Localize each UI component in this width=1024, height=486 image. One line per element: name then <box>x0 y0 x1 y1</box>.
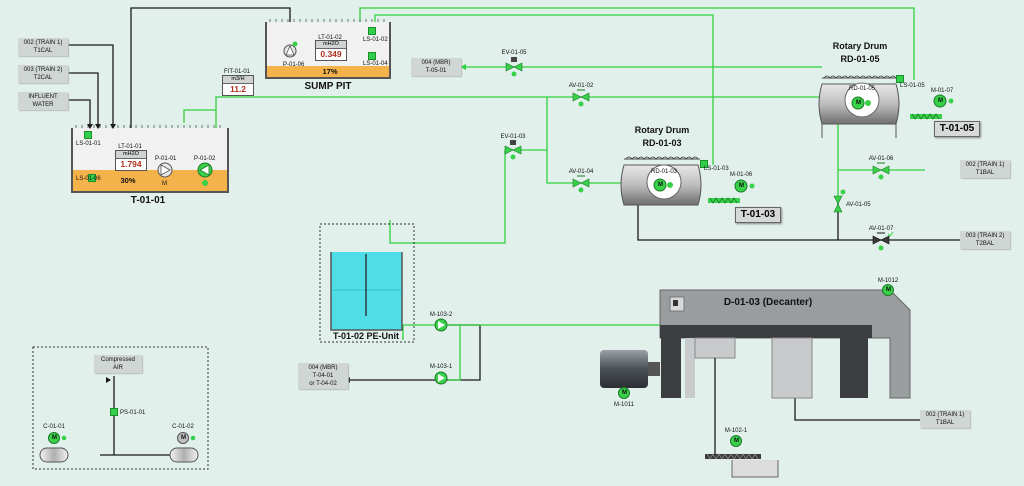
compressor-label: C-01-02 <box>172 424 194 430</box>
motor-letter: M <box>52 435 57 441</box>
pe-pumps <box>434 318 448 385</box>
valve-label: AV-01-07 <box>868 226 894 232</box>
level-switch-label: LS-01-06 <box>76 176 101 182</box>
drum-heading: Rotary Drum <box>634 125 690 135</box>
level-percent-sump: 17% <box>322 67 338 76</box>
meter-value: 0.349 <box>320 49 342 59</box>
drum-rd0103 <box>620 156 702 206</box>
tank-plate-t0105: T-01-05 <box>934 121 980 137</box>
tank-title-sump: SUMP PIT <box>304 81 352 92</box>
motor-label: M-1012 <box>877 278 899 284</box>
level-switch-indicator[interactable] <box>84 131 92 139</box>
ext-train1-t1bal-b: 002 (TRAIN 1) T1BAL <box>920 410 970 428</box>
level-switch-indicator[interactable] <box>700 160 708 168</box>
motor-label: M-01-07 <box>930 88 954 94</box>
level-switch-indicator[interactable] <box>368 27 376 35</box>
pump-p0101 <box>157 162 173 178</box>
motor-letter: M <box>886 287 891 293</box>
drum-rd0105 <box>818 75 900 138</box>
pump-state-letter: M <box>162 181 167 187</box>
level-switch-indicator[interactable] <box>368 52 376 60</box>
ext-influent: INFLUENT WATER <box>18 92 68 110</box>
pressure-switch-indicator[interactable] <box>110 408 118 416</box>
meter-value: 11.2 <box>229 84 247 94</box>
meter-tag: LT-01-02 <box>318 35 342 41</box>
pump-p0102 <box>197 162 213 186</box>
flow-meter[interactable]: m3/H 11.2 <box>222 75 254 96</box>
level-switch-label: LS-01-05 <box>900 83 925 89</box>
meter-unit: m3/H <box>223 76 253 84</box>
pump-label: P-01-01 <box>155 156 177 162</box>
drum-heading: Rotary Drum <box>832 41 888 51</box>
motor-letter: M <box>856 100 861 106</box>
tank-t0101 <box>71 125 229 193</box>
ext-train2-t2cal: 003 (TRAIN 2) T2CAL <box>18 65 68 83</box>
meter-tag: LT-01-01 <box>118 144 142 150</box>
valve-label: AV-01-06 <box>868 156 894 162</box>
pump-label: M-103-1 <box>429 364 453 370</box>
meter-value: 1.794 <box>120 159 142 169</box>
drum-inner-tag: RD-01-03 <box>650 169 678 175</box>
compressor-label: C-01-01 <box>43 424 65 430</box>
motor-label: M-102-1 <box>724 428 748 434</box>
ext-mbr-t0401: 004 (MBR) T-04-01 or T-04-02 <box>298 363 348 389</box>
motor-letter: M <box>739 183 744 189</box>
level-switch-label: LS-01-02 <box>363 37 388 43</box>
decanter <box>600 284 911 455</box>
motor-label: M-01-06 <box>729 172 753 178</box>
level-switch-label: LS-01-01 <box>76 141 101 147</box>
pump-label: P-01-02 <box>194 156 216 162</box>
level-switch-indicator[interactable] <box>88 174 96 182</box>
valve-label: AV-01-02 <box>568 83 594 89</box>
motor-letter: M <box>938 98 943 104</box>
valve-label: AV-01-05 <box>846 202 871 208</box>
level-percent-t0101: 30% <box>120 176 136 185</box>
ext-mbr-t0501: 004 (MBR) T-05-01 <box>411 58 461 76</box>
motor-letter: M <box>734 438 739 444</box>
motor-label: M-1011 <box>614 402 634 408</box>
pe-unit-title: T-01-02 PE-Unit <box>332 331 400 341</box>
pump-label: P-01-06 <box>283 62 305 68</box>
tank-title-t0101: T-01-01 <box>130 195 166 206</box>
drum-inner-tag: RD-01-05 <box>848 86 876 92</box>
level-switch-label: LS-01-03 <box>704 166 729 172</box>
conveyors <box>705 113 942 478</box>
arrowheads <box>87 124 350 383</box>
level-switch-indicator[interactable] <box>896 75 904 83</box>
ext-compressed-air: Compressed AIR <box>94 355 142 373</box>
level-meter-t0101[interactable]: mH2O 1.794 <box>115 150 147 171</box>
motor-letter: M <box>622 390 627 396</box>
motor-letter: M <box>181 435 186 441</box>
meter-unit: mH2O <box>116 151 146 159</box>
pe-unit <box>319 223 415 343</box>
valve-label: AV-01-04 <box>568 169 594 175</box>
drum-motors <box>734 94 954 193</box>
valves <box>504 57 894 251</box>
level-switch-label: LS-01-04 <box>363 61 388 67</box>
tank-plate-t0103: T-01-03 <box>735 207 781 223</box>
drum-tag: RD-01-05 <box>840 54 880 64</box>
compressor-panel <box>32 346 209 470</box>
level-meter-sump[interactable]: mH2O 0.349 <box>315 40 347 61</box>
meter-unit: mH2O <box>316 41 346 49</box>
ext-train1-t1cal: 002 (TRAIN 1) T1CAL <box>18 38 68 56</box>
motor-letter: M <box>658 182 663 188</box>
pressure-switch-label: PS-01-01 <box>120 410 146 416</box>
pump-label: M-103-2 <box>429 312 453 318</box>
valve-label: EV-01-03 <box>500 134 526 140</box>
flow-meter-tag: FIT-01-01 <box>223 69 251 75</box>
decanter-title: D-01-03 (Decanter) <box>723 297 813 308</box>
valve-label: EV-01-05 <box>501 50 527 56</box>
ext-train1-t1bal-a: 002 (TRAIN 1) T1BAL <box>960 160 1010 178</box>
ext-train2-t2bal: 003 (TRAIN 2) T2BAL <box>960 231 1010 249</box>
drum-tag: RD-01-03 <box>642 138 682 148</box>
